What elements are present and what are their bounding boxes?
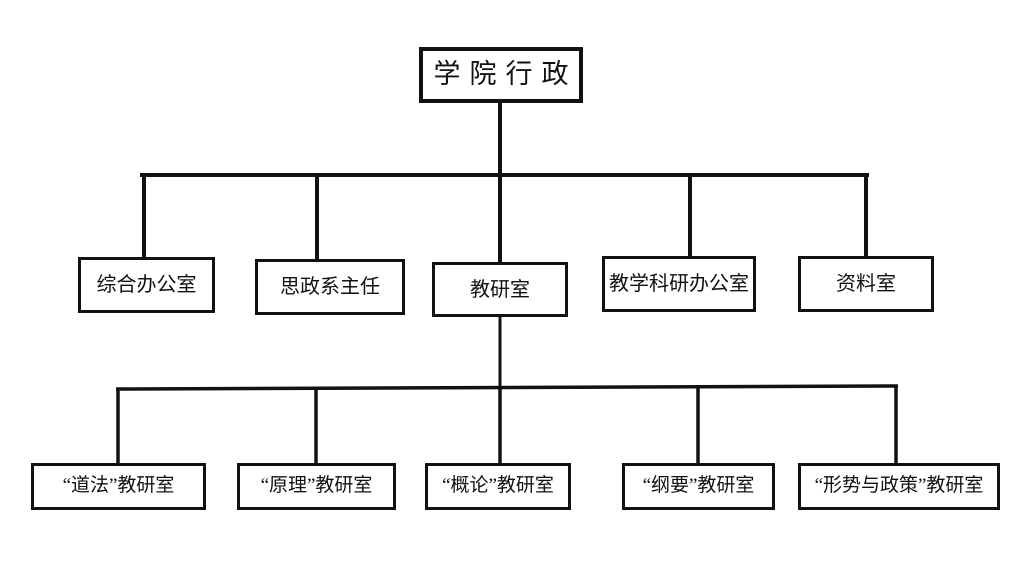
node-label: “纲要”教研室 [642,475,755,497]
node-label: 教学科研办公室 [609,273,749,295]
node-label: “形势与政策”教研室 [814,475,984,497]
node-label: 综合办公室 [96,274,197,296]
node-daofa-teaching-group[interactable]: “道法”教研室 [31,463,206,510]
node-root-academy-administration[interactable]: 学院行政 [419,47,583,103]
node-label: “道法”教研室 [62,475,175,497]
edge-level3-bus [115,384,899,391]
node-gangyao-teaching-group[interactable]: “纲要”教研室 [622,463,775,510]
node-label: 资料室 [836,273,896,295]
node-label: 学院行政 [433,59,578,90]
node-gailun-teaching-group[interactable]: “概论”教研室 [425,463,571,510]
node-general-office[interactable]: 综合办公室 [78,257,215,313]
node-label: 教研室 [470,278,530,301]
node-yuanli-teaching-group[interactable]: “原理”教研室 [237,463,396,510]
node-label: 思政系主任 [280,276,380,298]
node-label: “概论”教研室 [442,475,554,497]
node-situation-policy-teaching-group[interactable]: “形势与政策”教研室 [798,463,1000,510]
node-label: “原理”教研室 [260,475,373,497]
node-department-director[interactable]: 思政系主任 [255,259,405,315]
node-teaching-research-office[interactable]: 教研室 [432,262,568,317]
node-academic-research-office[interactable]: 教学科研办公室 [602,256,756,312]
node-resource-room[interactable]: 资料室 [798,256,934,312]
